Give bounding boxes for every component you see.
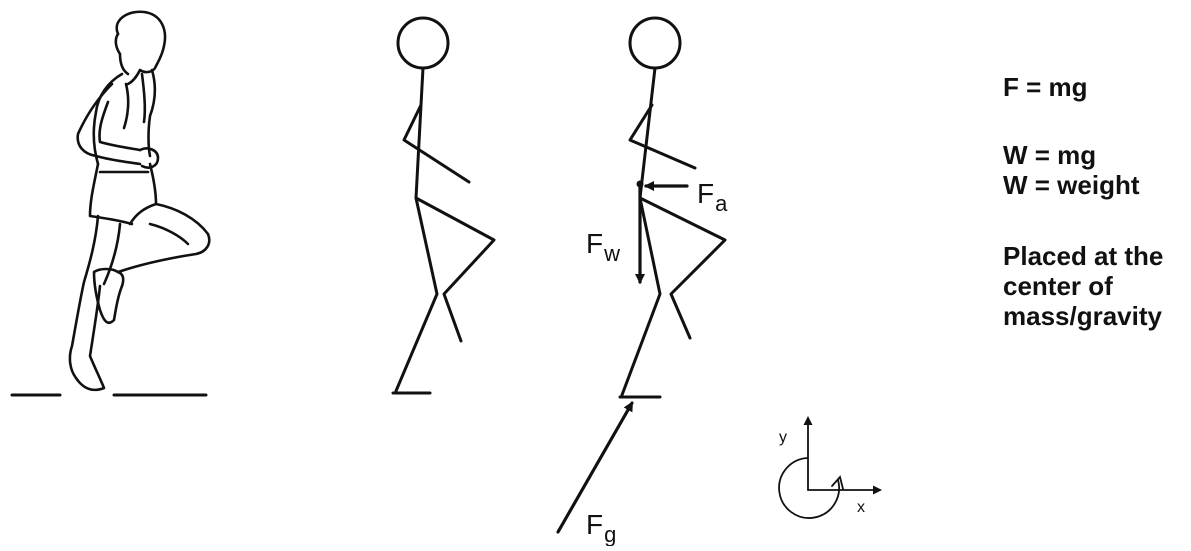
placement-note-line3: mass/gravity	[1003, 301, 1162, 331]
equation-weight: W = mg	[1003, 140, 1097, 170]
stick-figure-head	[628, 16, 682, 70]
ground-reaction-arrow	[556, 401, 634, 534]
placement-note-line1: Placed at the	[1003, 241, 1164, 271]
rotation-arrowhead	[831, 475, 844, 490]
y-axis-label: y	[779, 429, 787, 446]
x-axis-label: x	[857, 499, 865, 516]
force-w-label: Fw	[586, 228, 620, 266]
force-arrows	[556, 181, 689, 534]
center-of-mass-dot	[636, 180, 644, 188]
stick-figure-head	[396, 16, 450, 70]
weight-definition: W = weight	[1003, 170, 1140, 200]
runner-illustration	[68, 10, 211, 392]
rotation-arc	[778, 457, 840, 519]
stick-figure-forces	[618, 16, 727, 399]
force-a-label: Fa	[697, 178, 728, 216]
coordinate-axes	[778, 416, 882, 519]
force-labels: Fa Fw Fg	[586, 178, 728, 547]
force-g-label: Fg	[586, 509, 616, 546]
placement-note-line2: center of	[1003, 271, 1113, 301]
stick-figure-plain	[391, 16, 496, 395]
equation-force: F = mg	[1003, 72, 1088, 102]
